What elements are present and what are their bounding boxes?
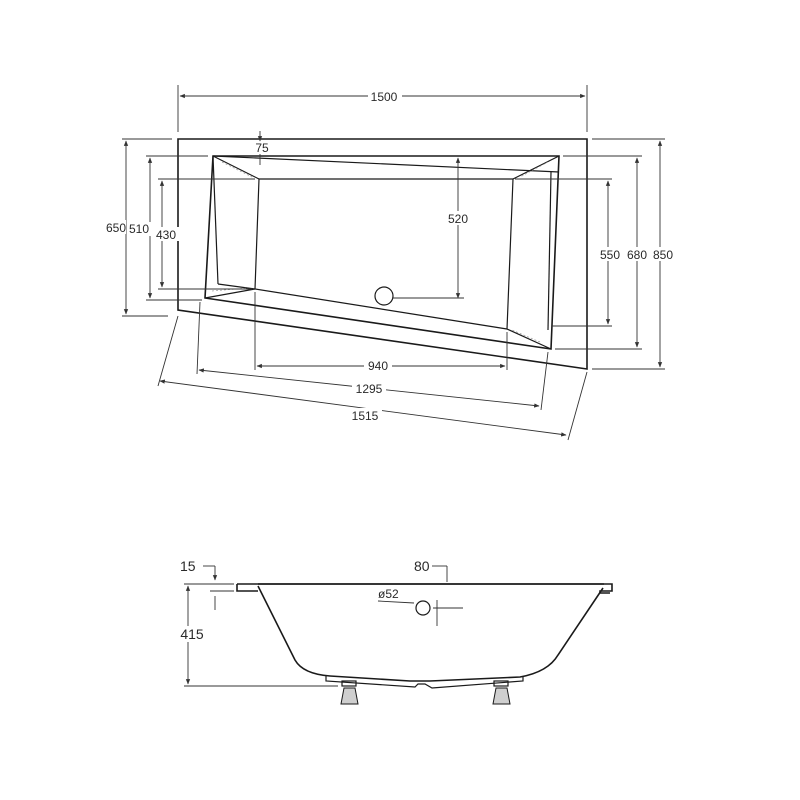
dim-left-650: 650 <box>104 138 172 317</box>
dim-label-80: 80 <box>414 558 430 574</box>
dim-overall-width: 1500 <box>177 85 588 132</box>
top-view-dotted-shading <box>211 161 549 343</box>
dim-label-1500: 1500 <box>371 90 398 104</box>
dim-rim-width-80: 80 <box>414 558 448 582</box>
side-view-basin-profile <box>257 585 604 682</box>
side-view: ø52 15 80 415 <box>176 558 613 705</box>
side-view-right-foot <box>492 680 511 705</box>
top-view-corner-edges <box>204 155 560 350</box>
dim-label-overflow: ø52 <box>378 587 399 601</box>
dim-label-680: 680 <box>627 248 647 262</box>
dim-label-550: 550 <box>600 248 620 262</box>
dim-label-510: 510 <box>129 222 149 236</box>
dim-center-520: 520 <box>392 157 470 299</box>
dim-label-650: 650 <box>106 221 126 235</box>
dim-label-430: 430 <box>156 228 176 242</box>
dim-label-1295: 1295 <box>356 382 383 396</box>
top-view-basin-bottom <box>254 178 514 330</box>
overflow-hole-icon <box>415 600 431 616</box>
top-view-outer-rim <box>177 138 588 370</box>
dim-total-height-415: 415 <box>176 583 338 687</box>
side-view-rim <box>236 583 613 594</box>
dim-left-510: 510 <box>129 155 208 301</box>
dim-right-550: 550 <box>515 178 621 327</box>
dim-left-430: 430 <box>155 178 255 290</box>
side-view-left-foot <box>340 680 359 705</box>
top-view-shell-outline <box>204 155 560 350</box>
dim-label-940: 940 <box>368 359 388 373</box>
drain-hole-icon <box>374 286 394 306</box>
dim-diagonal-1515: 1515 <box>157 315 588 441</box>
dim-label-520: 520 <box>448 212 468 226</box>
dim-rim-offset: 75 <box>255 131 269 165</box>
dim-label-1515: 1515 <box>352 409 379 423</box>
dim-right-680: 680 <box>555 155 650 350</box>
top-view: 1500 75 650 510 430 <box>104 85 674 441</box>
dim-right-850: 850 <box>592 138 674 370</box>
dim-label-15: 15 <box>180 558 196 574</box>
dim-label-75: 75 <box>255 141 269 155</box>
dim-label-415: 415 <box>180 626 204 642</box>
dim-label-850: 850 <box>653 248 673 262</box>
